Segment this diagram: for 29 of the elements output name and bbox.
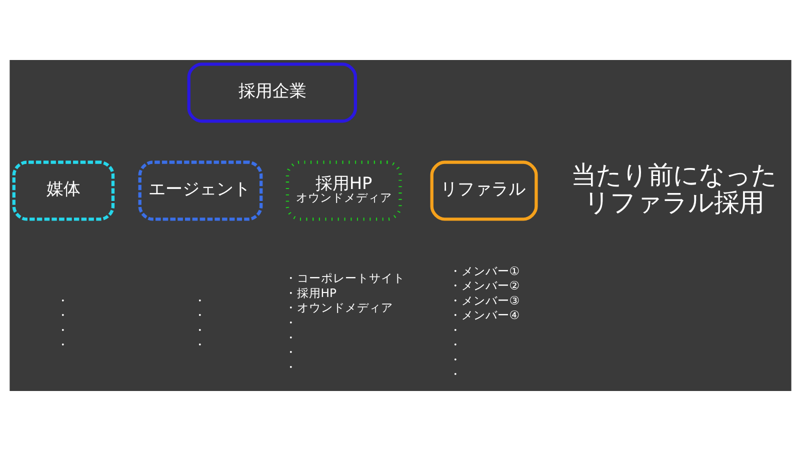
label: ・ xyxy=(56,293,69,308)
label: ・コーポレートサイト xyxy=(284,271,404,286)
label: ・メンバー② xyxy=(448,278,520,293)
node-box: 媒体 xyxy=(12,160,114,221)
label: ・ xyxy=(194,322,206,337)
label: ・ xyxy=(448,352,461,366)
label: 当たり前になったリファラル採用 xyxy=(570,160,777,217)
node-box: 採用HP オウンドメディア xyxy=(285,160,402,221)
node-box: リファラル xyxy=(430,160,538,221)
label: ・ xyxy=(284,315,296,330)
label: ・ xyxy=(56,308,69,322)
label: ・ xyxy=(448,338,461,352)
label: ・ xyxy=(284,360,296,374)
node-box: 採用企業 xyxy=(186,62,357,123)
node-box: エージェント xyxy=(138,160,262,221)
label: ・ xyxy=(448,367,461,382)
label: ・ xyxy=(194,338,206,352)
label: ・メンバー④ xyxy=(448,308,520,322)
label: ・メンバー① xyxy=(448,264,520,278)
label: ・ xyxy=(284,345,296,360)
label: ・ xyxy=(194,308,206,322)
label: ・ xyxy=(56,322,69,337)
label: ・ xyxy=(56,338,69,352)
label: ・ xyxy=(194,293,206,308)
label: ・メンバー③ xyxy=(448,293,520,308)
label: ・ xyxy=(448,322,461,337)
label: ・ xyxy=(284,330,296,344)
label: ・採用HP xyxy=(284,286,336,300)
label: ・オウンドメディア xyxy=(284,300,392,315)
